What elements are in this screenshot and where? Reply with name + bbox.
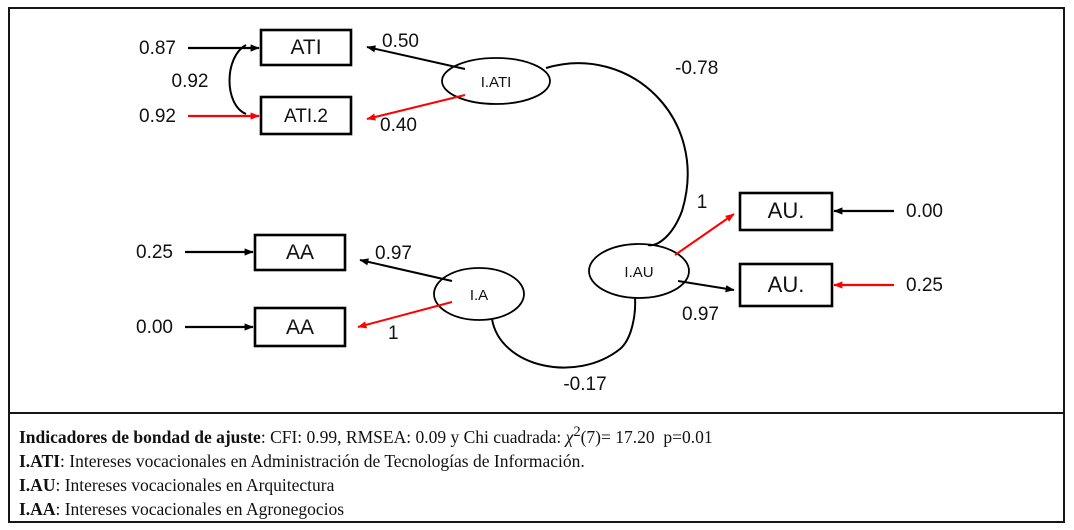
loading-arrow-iau-au1: [674, 213, 735, 256]
chi-square-exponent: 2: [573, 424, 581, 440]
path-diagram-svg: ATI ATI.2 AA AA AU.: [136, 28, 943, 395]
legend-text-iaa: : Intereses vocacionales en Agronegocios: [55, 498, 345, 519]
footer-line-legend-iaa: I.AA: Intereses vocacionales en Agronego…: [19, 497, 1063, 521]
observed-box-ati2-label: ATI.2: [284, 106, 328, 127]
loading-value-iati-ati1: 0.50: [382, 31, 419, 52]
observed-box-au1: AU.: [738, 191, 834, 232]
residual-value-aa1: 0.25: [136, 242, 173, 263]
latent-ellipse-ia: I.A: [433, 267, 525, 321]
footer-fit-bold-prefix: Indicadores de bondad de ajuste: [19, 426, 261, 447]
observed-box-aa2-label: AA: [286, 316, 314, 339]
chi-square-symbol: χ: [565, 426, 574, 447]
loading-arrow-iati-ati1: [366, 45, 466, 70]
loading-arrow-iau-au2: [677, 280, 735, 293]
observed-box-ati1: ATI: [259, 28, 353, 67]
latent-ellipse-iati-label: I.ATI: [481, 74, 512, 91]
covariance-arc-ia-iau: [491, 297, 637, 369]
covariance-arc-ati: [228, 44, 247, 115]
loading-value-iau-au1: 1: [697, 192, 708, 213]
path-diagram: ATI ATI.2 AA AA AU.: [10, 9, 1063, 412]
legend-text-iau: : Intereses vocacionales en Arquitectura: [55, 474, 335, 495]
observed-box-aa1-label: AA: [286, 241, 314, 264]
latent-ellipse-iau: I.AU: [588, 243, 690, 299]
observed-box-aa1: AA: [253, 233, 347, 272]
residual-value-au1: 0.00: [906, 201, 943, 222]
loading-arrow-iati-ati2: [366, 94, 466, 121]
legend-text-iati: : Intereses vocacionales en Administraci…: [60, 450, 585, 471]
residual-value-au2: 0.25: [906, 275, 943, 296]
chi-square-value: 17.20: [615, 426, 655, 447]
legend-abbr-iau: I.AU: [19, 474, 56, 495]
residual-value-ati2: 0.92: [139, 106, 176, 127]
latent-ellipse-iau-label: I.AU: [624, 264, 653, 281]
footer-line-fit-indices: Indicadores de bondad de ajuste: CFI: 0.…: [19, 420, 1063, 449]
latent-ellipse-ia-label: I.A: [470, 287, 488, 304]
footer-line-legend-iau: I.AU: Intereses vocacionales en Arquitec…: [19, 473, 1063, 497]
loading-value-iati-ati2: 0.40: [380, 115, 417, 136]
loading-value-ia-aa1: 0.97: [375, 243, 412, 264]
observed-box-au1-label: AU.: [768, 198, 805, 223]
footer-divider: [10, 412, 1063, 414]
legend-abbr-iati: I.ATI: [19, 450, 61, 471]
observed-box-ati1-label: ATI: [290, 36, 321, 59]
loading-arrow-ia-aa1: [359, 258, 453, 282]
loading-arrow-ia-aa2: [357, 301, 453, 329]
covariance-value-ati: 0.92: [172, 71, 209, 92]
observed-box-ati2: ATI.2: [259, 95, 353, 136]
latent-ellipse-iati: I.ATI: [441, 57, 551, 105]
figure-footer-notes: Indicadores de bondad de ajuste: CFI: 0.…: [10, 414, 1063, 521]
covariance-arc-iati-iau: [545, 62, 689, 247]
covariance-value-iati-iau: -0.78: [675, 58, 718, 79]
observed-box-au2: AU.: [738, 262, 834, 308]
footer-fit-cfi-text: : CFI: 0.99, RMSEA: 0.09 y Chi cuadrada:: [260, 426, 566, 447]
figure-frame: ATI ATI.2 AA AA AU.: [8, 7, 1065, 523]
observed-box-aa2: AA: [253, 306, 347, 348]
observed-box-au2-label: AU.: [768, 272, 805, 297]
loading-value-ia-aa2: 1: [388, 323, 399, 344]
p-value: p=0.01: [663, 426, 713, 447]
covariance-value-ia-iau: -0.17: [563, 374, 606, 395]
residual-value-aa2: 0.00: [136, 317, 173, 338]
loading-value-iau-au2: 0.97: [682, 304, 719, 325]
legend-abbr-iaa: I.AA: [19, 498, 56, 519]
chi-square-df: (7)=: [580, 426, 611, 447]
residual-value-ati1: 0.87: [139, 38, 176, 59]
footer-line-legend-iati: I.ATI: Intereses vocacionales en Adminis…: [19, 449, 1063, 473]
